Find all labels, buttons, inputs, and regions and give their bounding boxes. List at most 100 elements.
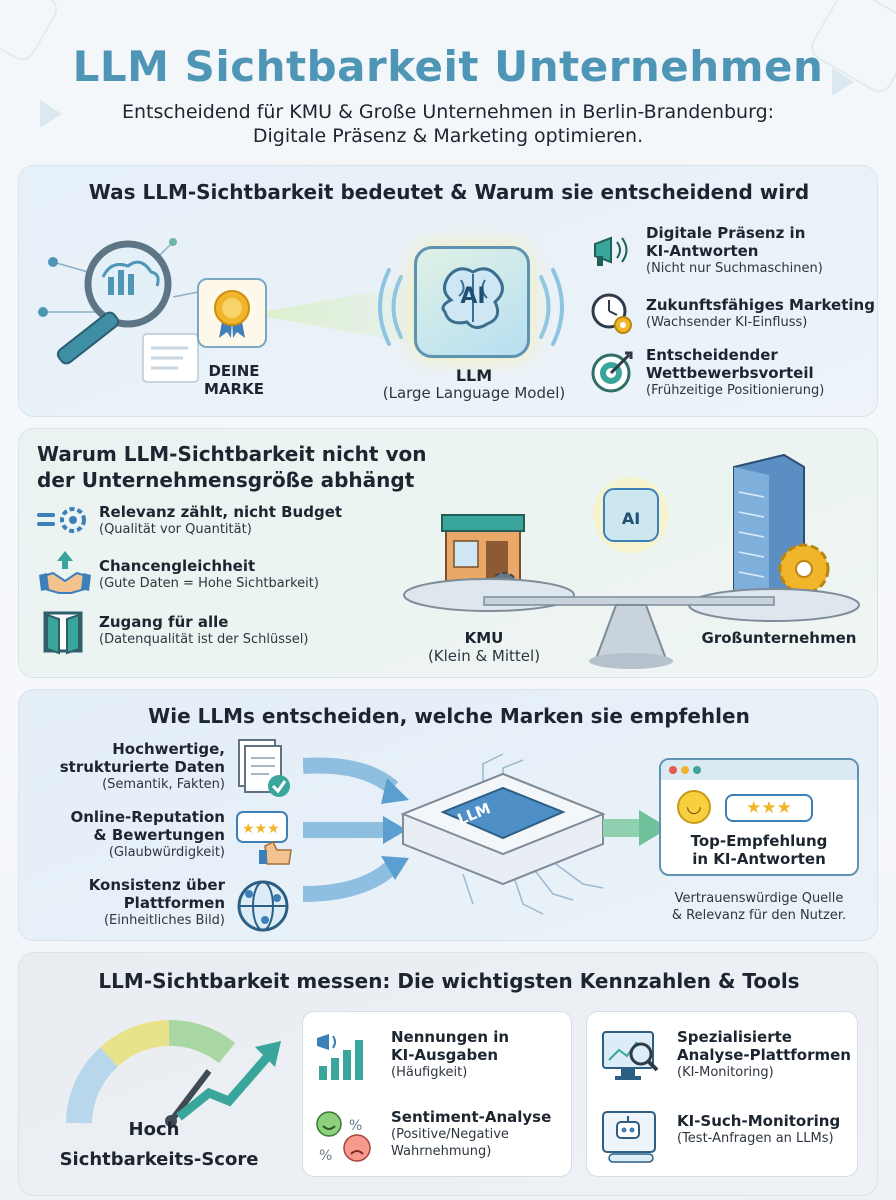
ai-chip-label: AI [621, 509, 641, 528]
large-enterprise-label: Großunternehmen [701, 629, 857, 647]
point-title: Zukunftsfähiges Marketing [646, 296, 875, 314]
section-title: Warum LLM-Sichtbarkeit nicht von der Unt… [37, 441, 497, 493]
point-equal-opportunity: Chancengleichheit (Gute Daten = Hohe Sic… [99, 557, 399, 592]
factor-title: Konsistenz über [88, 876, 225, 894]
point-title: Wettbewerbsvorteil [646, 364, 814, 382]
window-dot-red [669, 766, 677, 774]
rating-thumb-icon: ★★★ [236, 811, 292, 865]
balance-scale-illustration [403, 453, 860, 669]
recommendation-window: ◡ ★★★ Top-Empfehlung in KI-Antworten [659, 758, 859, 876]
metric-title: Sentiment-Analyse [391, 1108, 552, 1126]
robot-search-icon [602, 1111, 656, 1163]
svg-text:★★★: ★★★ [242, 821, 280, 837]
tool-title: Spezialisierte [677, 1028, 792, 1046]
signal-waves-icon [378, 268, 564, 346]
visibility-gauge [66, 1020, 281, 1127]
factor-consistency: Konsistenz über Plattformen (Einheitlich… [49, 876, 225, 929]
factor-subtitle: (Glaubwürdigkeit) [108, 845, 225, 860]
section-size-independence: Warum LLM-Sichtbarkeit nicht von der Unt… [18, 428, 878, 678]
llm-app-tile [414, 246, 530, 358]
result-subtitle: Vertrauenswürdige Quelle & Relevanz für … [639, 890, 879, 924]
result-title-line-1: Top-Empfehlung [690, 832, 828, 850]
page-subtitle: Entscheidend für KMU & Große Unternehmen… [60, 100, 836, 148]
triangle-decoration [40, 100, 62, 128]
section-what-is-llm-visibility: Was LLM-Sichtbarkeit bedeutet & Warum si… [18, 165, 878, 417]
smiley-icon: ◡ [677, 790, 711, 824]
clock-gear-icon [591, 293, 632, 334]
point-subtitle: (Qualität vor Quantität) [99, 522, 252, 537]
target-icon [591, 351, 633, 393]
magnifier-network-icon [38, 238, 205, 383]
section-measure-visibility: LLM-Sichtbarkeit messen: Die wichtigsten… [18, 952, 878, 1196]
globe-network-icon [237, 880, 289, 932]
point-future-marketing: Zukunftsfähiges Marketing (Wachsender KI… [646, 296, 876, 331]
metric-title: KI-Ausgaben [391, 1046, 499, 1064]
svg-text:%: % [349, 1118, 362, 1134]
tool-subtitle: (Test-Anfragen an LLMs) [677, 1131, 834, 1146]
point-title: Digitale Präsenz in [646, 224, 806, 242]
brand-label-line-1: DEINE [208, 362, 260, 380]
kmu-subtitle: (Klein & Mittel) [427, 647, 541, 665]
point-subtitle: (Nicht nur Suchmaschinen) [646, 261, 823, 276]
point-subtitle: (Gute Daten = Hohe Sichtbarkeit) [99, 576, 319, 591]
relevance-gear-icon [37, 507, 86, 533]
metric-subtitle: (Positive/Negative [391, 1127, 509, 1142]
metrics-card: Nennungen in KI-Ausgaben (Häufigkeit) % … [302, 1011, 572, 1177]
point-subtitle: (Datenqualität ist der Schlüssel) [99, 632, 309, 647]
factor-title: Online-Reputation [70, 808, 225, 826]
factor-subtitle: (Einheitliches Bild) [103, 913, 225, 928]
documents-check-icon [238, 739, 290, 797]
gauge-subtitle: Sichtbarkeits-Score [59, 1149, 259, 1170]
page-title: LLM Sichtbarkeit Unternehmen [72, 42, 824, 91]
star-rating-icon: ★★★ [725, 794, 813, 822]
factor-structured-data: Hochwertige, strukturierte Daten (Semant… [49, 740, 225, 793]
llm-icon-label: AI [460, 284, 486, 309]
point-subtitle: (Frühzeitige Positionierung) [646, 383, 825, 398]
point-title: Chancengleichheit [99, 557, 256, 575]
factor-reputation: Online-Reputation & Bewertungen (Glaubwü… [49, 808, 225, 861]
metric-title: Nennungen in [391, 1028, 510, 1046]
window-titlebar [661, 760, 857, 780]
section-title: Wie LLMs entscheiden, welche Marken sie … [148, 704, 750, 728]
metric-subtitle: (Häufigkeit) [391, 1065, 468, 1080]
factor-title: Hochwertige, [112, 740, 225, 758]
section-title-line-1: Warum LLM-Sichtbarkeit nicht von [37, 442, 427, 466]
gauge-title: Hoch [128, 1119, 180, 1140]
tool-title: KI-Such-Monitoring [677, 1112, 841, 1130]
section-title: LLM-Sichtbarkeit messen: Die wichtigsten… [98, 969, 800, 993]
llm-title: LLM [455, 366, 493, 385]
result-title-line-2: in KI-Antworten [692, 850, 826, 868]
sentiment-icon: % % [316, 1111, 371, 1164]
award-ribbon-icon [214, 290, 250, 338]
factor-title: Plattformen [123, 894, 225, 912]
section-title: Was LLM-Sichtbarkeit bedeutet & Warum si… [88, 180, 810, 204]
triangle-decoration [832, 68, 854, 96]
brand-label-line-2: MARKE [204, 380, 264, 398]
tool-analysis-platforms: Spezialisierte Analyse-Plattformen (KI-M… [677, 1028, 855, 1081]
subtitle-line-1: Entscheidend für KMU & Große Unternehmen… [121, 101, 775, 123]
factor-title: strukturierte Daten [59, 758, 225, 776]
section-title-line-2: der Unternehmensgröße abhängt [37, 468, 415, 492]
tool-search-monitoring: KI-Such-Monitoring (Test-Anfragen an LLM… [677, 1112, 855, 1147]
point-title: KI-Antworten [646, 242, 759, 260]
flow-arrows [303, 753, 669, 915]
result-title: Top-Empfehlung in KI-Antworten [661, 832, 857, 868]
svg-text:%: % [319, 1148, 332, 1164]
factor-title: & Bewertungen [93, 826, 225, 844]
kmu-label: KMU [464, 629, 504, 647]
brand-label: DEINE MARKE [189, 362, 279, 398]
point-relevance: Relevanz zählt, nicht Budget (Qualität v… [99, 503, 399, 538]
point-subtitle: (Wachsender KI-Einfluss) [646, 315, 808, 330]
window-dot-yellow [681, 766, 689, 774]
metric-mentions: Nennungen in KI-Ausgaben (Häufigkeit) [391, 1028, 566, 1081]
result-subtitle-line-2: & Relevanz für den Nutzer. [671, 908, 847, 923]
factor-subtitle: (Semantik, Fakten) [102, 777, 225, 792]
subtitle-line-2: Digitale Präsenz & Marketing optimieren. [252, 125, 644, 147]
window-dot-green [693, 766, 701, 774]
door-icon [43, 611, 83, 655]
tools-card: Spezialisierte Analyse-Plattformen (KI-M… [586, 1011, 858, 1177]
tool-subtitle: (KI-Monitoring) [677, 1065, 774, 1080]
tool-title: Analyse-Plattformen [677, 1046, 851, 1064]
handshake-icon [39, 551, 91, 594]
monitor-analysis-icon [602, 1031, 659, 1080]
